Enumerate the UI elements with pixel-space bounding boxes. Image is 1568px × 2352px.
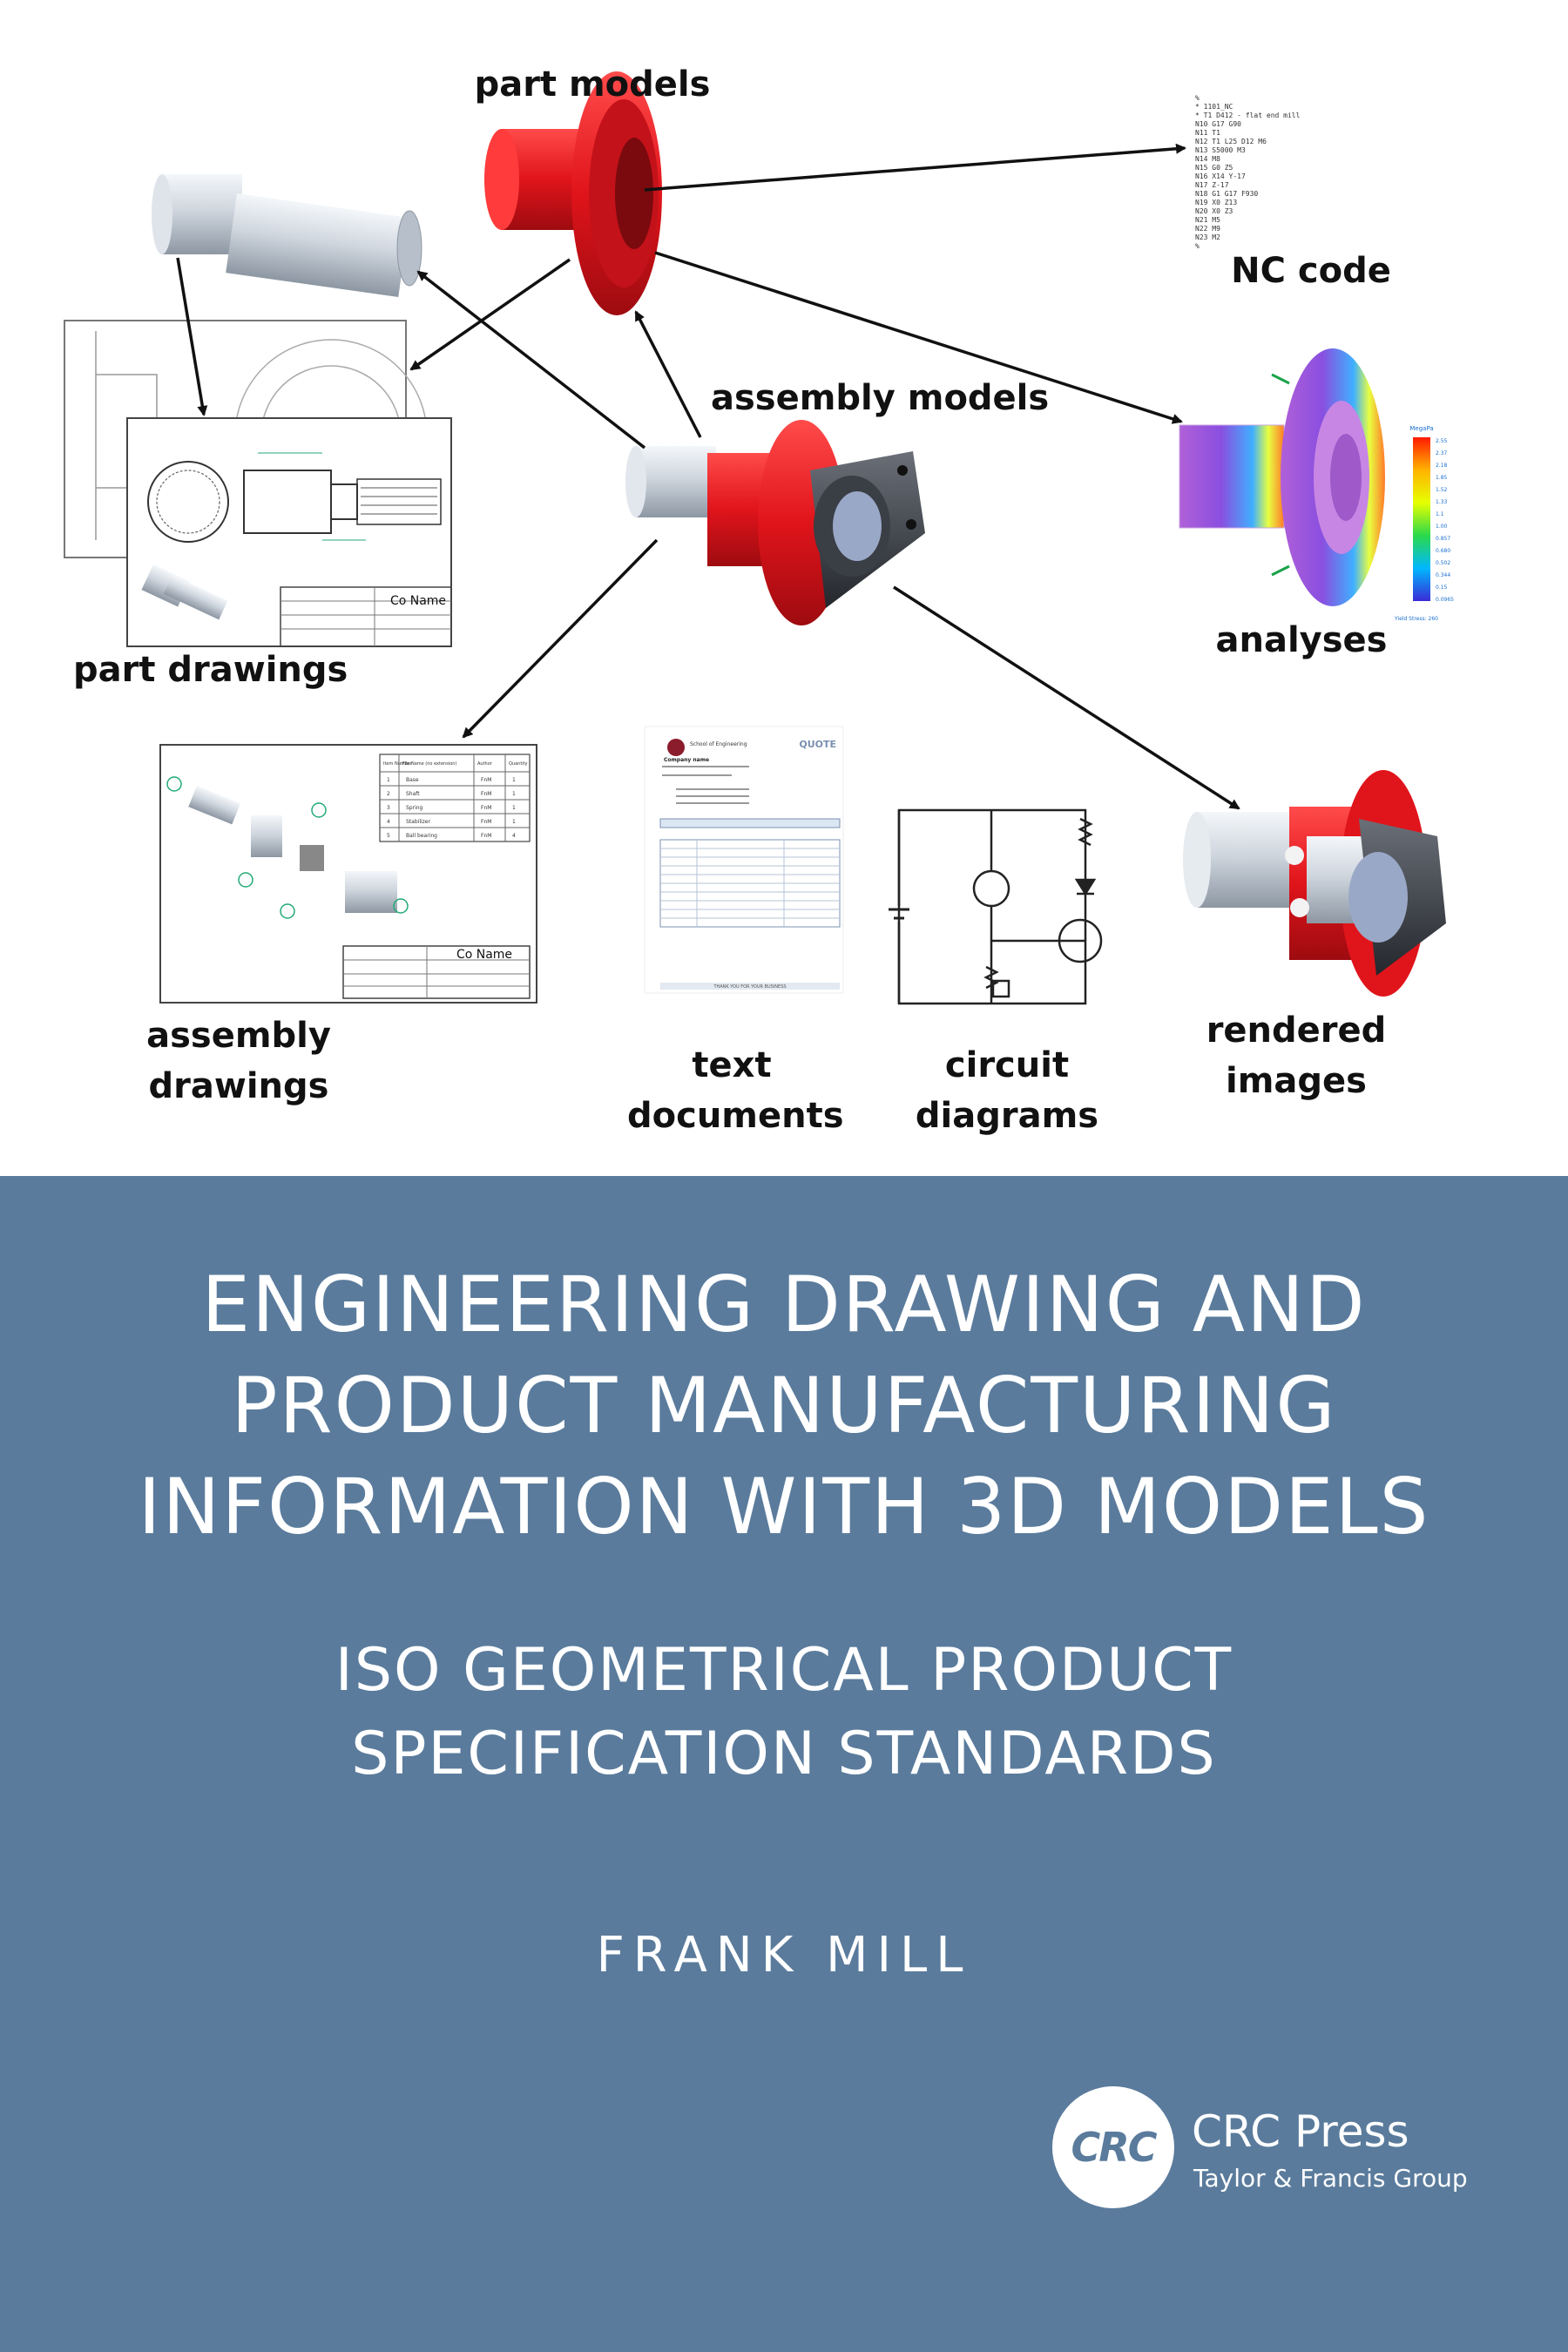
label-assembly-drawings-line1: assembly xyxy=(146,1016,331,1056)
parts-list-cell: 5 xyxy=(387,833,390,839)
book-subtitle-line: ISO GEOMETRICAL PRODUCT xyxy=(335,1636,1233,1705)
label-text-documents-line1: text xyxy=(692,1045,772,1085)
label-text-documents-line2: documents xyxy=(627,1096,844,1136)
quote-school: School of Engineering xyxy=(690,741,747,747)
stress-legend-tick: 1.33 xyxy=(1436,499,1448,505)
crc-logo-circle xyxy=(1052,2086,1174,2208)
stress-legend-tick: 2.37 xyxy=(1436,450,1448,456)
stress-legend-tick: 2.55 xyxy=(1436,438,1448,444)
circuit-diagram xyxy=(889,808,1103,1005)
publisher-logo: CRC CRC Press Taylor & Francis Group xyxy=(1052,2086,1540,2234)
assembly-drawing-titleblock: Co Name xyxy=(456,948,512,962)
stress-legend-tick: 0.502 xyxy=(1436,560,1450,566)
diagram-graphics: Co Name Co Name QUOTE School of Engineer… xyxy=(64,71,1454,1005)
stress-legend-ticks: 2.55 2.37 2.18 1.85 1.52 1.33 1.1 1.00 0.857 0.68… xyxy=(1436,438,1454,603)
rendered-cutaway-image xyxy=(1183,770,1446,997)
stress-legend-tick: 1.52 xyxy=(1436,487,1448,493)
part-drawing-titleblock: Co Name xyxy=(390,594,446,608)
stress-legend-tick: 0.15 xyxy=(1436,585,1448,591)
parts-list-header: Quantity xyxy=(509,761,528,767)
stress-legend-tick: 0.680 xyxy=(1436,548,1450,554)
parts-list-cell: 1 xyxy=(512,805,516,811)
label-circuit-diagrams-line2: diagrams xyxy=(915,1096,1099,1136)
parts-list-cell: FnM xyxy=(481,791,491,797)
parts-list-header: Item Number xyxy=(383,761,413,767)
parts-list-cell: Stabilizer xyxy=(406,819,430,825)
parts-list-cell: Spring xyxy=(406,805,423,811)
stress-legend-tick: 1.1 xyxy=(1436,511,1444,517)
parts-list-cell: FnM xyxy=(481,819,491,825)
shaft-model xyxy=(152,174,422,297)
stress-legend-tick: 2.18 xyxy=(1436,463,1448,469)
stress-legend-unit: MegaPa xyxy=(1409,425,1433,432)
stress-legend-footer: Yield Stress: 260 xyxy=(1394,616,1438,622)
cover-title-band xyxy=(0,1176,1568,2352)
stress-legend-tick: 0.857 xyxy=(1436,536,1450,542)
label-assembly-drawings-line2: drawings xyxy=(148,1066,329,1106)
book-author: FRANK MILL xyxy=(596,1927,972,1984)
label-analyses: analyses xyxy=(1215,620,1388,660)
parts-list-header: File Name (no extension) xyxy=(402,761,456,767)
parts-list-cell: 4 xyxy=(512,833,516,839)
parts-list-cell: FnM xyxy=(481,833,491,839)
label-part-models: part models xyxy=(474,64,711,105)
parts-list-cell: FnM xyxy=(481,805,491,811)
label-assembly-models: assembly models xyxy=(711,378,1050,418)
quote-heading: QUOTE xyxy=(799,739,836,750)
parts-list-cell: 1 xyxy=(512,791,516,797)
publisher-name: CRC Press xyxy=(1192,2106,1409,2157)
assembly-drawing-sheet xyxy=(159,744,537,1004)
parts-list-cell: Shaft xyxy=(406,791,420,797)
publisher-group: Taylor & Francis Group xyxy=(1193,2164,1468,2193)
parts-list-cell: 2 xyxy=(387,791,390,797)
parts-list-header: Author xyxy=(477,761,493,767)
label-rendered-images-line2: images xyxy=(1226,1061,1367,1101)
stress-legend-tick: 1.00 xyxy=(1436,524,1448,530)
connection-arrows xyxy=(176,143,1240,810)
label-part-drawings: part drawings xyxy=(73,650,348,690)
parts-list-cell: FnM xyxy=(481,777,491,783)
book-title-line: INFORMATION WITH 3D MODELS xyxy=(138,1462,1430,1551)
parts-list-cell: 1 xyxy=(512,777,516,783)
book-title-line: ENGINEERING DRAWING AND xyxy=(201,1260,1367,1349)
book-title-line: PRODUCT MANUFACTURING xyxy=(231,1361,1337,1450)
label-circuit-diagrams-line1: circuit xyxy=(944,1045,1070,1085)
fea-analysis-model xyxy=(1179,348,1430,606)
quote-document xyxy=(644,726,844,994)
cad-data-diagram: Co Name Co Name QUOTE School of Engineer… xyxy=(64,64,1455,1136)
book-subtitle: ISO GEOMETRICAL PRODUCT SPECIFICATION ST… xyxy=(0,1629,1568,1796)
quote-company: Company name xyxy=(664,757,709,763)
parts-list-cell: 1 xyxy=(512,819,516,825)
book-subtitle-line: SPECIFICATION STANDARDS xyxy=(351,1720,1217,1788)
parts-list-cell: Ball bearing xyxy=(406,833,437,839)
parts-list-cell: Base xyxy=(406,777,419,783)
parts-list-cell: 3 xyxy=(387,805,390,811)
stress-legend-tick: 0.344 xyxy=(1436,572,1450,578)
part-drawing-sheets xyxy=(64,320,452,647)
book-title: ENGINEERING DRAWING AND PRODUCT MANUFACT… xyxy=(0,1254,1568,1558)
parts-list-cell: 1 xyxy=(387,777,390,783)
nc-code-listing: % * 1101_NC * T1 D412 - flat end mill N1… xyxy=(1195,94,1301,250)
label-rendered-images-line1: rendered xyxy=(1206,1010,1387,1051)
parts-list-cell: 4 xyxy=(387,819,390,825)
assembly-model xyxy=(625,420,925,625)
label-nc-code: NC code xyxy=(1231,251,1391,291)
crc-logo-mark: CRC xyxy=(1071,2124,1158,2171)
stress-legend-tick: 1.85 xyxy=(1436,475,1448,481)
stress-legend-tick: 0.0965 xyxy=(1436,597,1454,603)
red-flange-model xyxy=(484,71,662,315)
quote-footer: THANK YOU FOR YOUR BUSINESS xyxy=(713,984,786,990)
